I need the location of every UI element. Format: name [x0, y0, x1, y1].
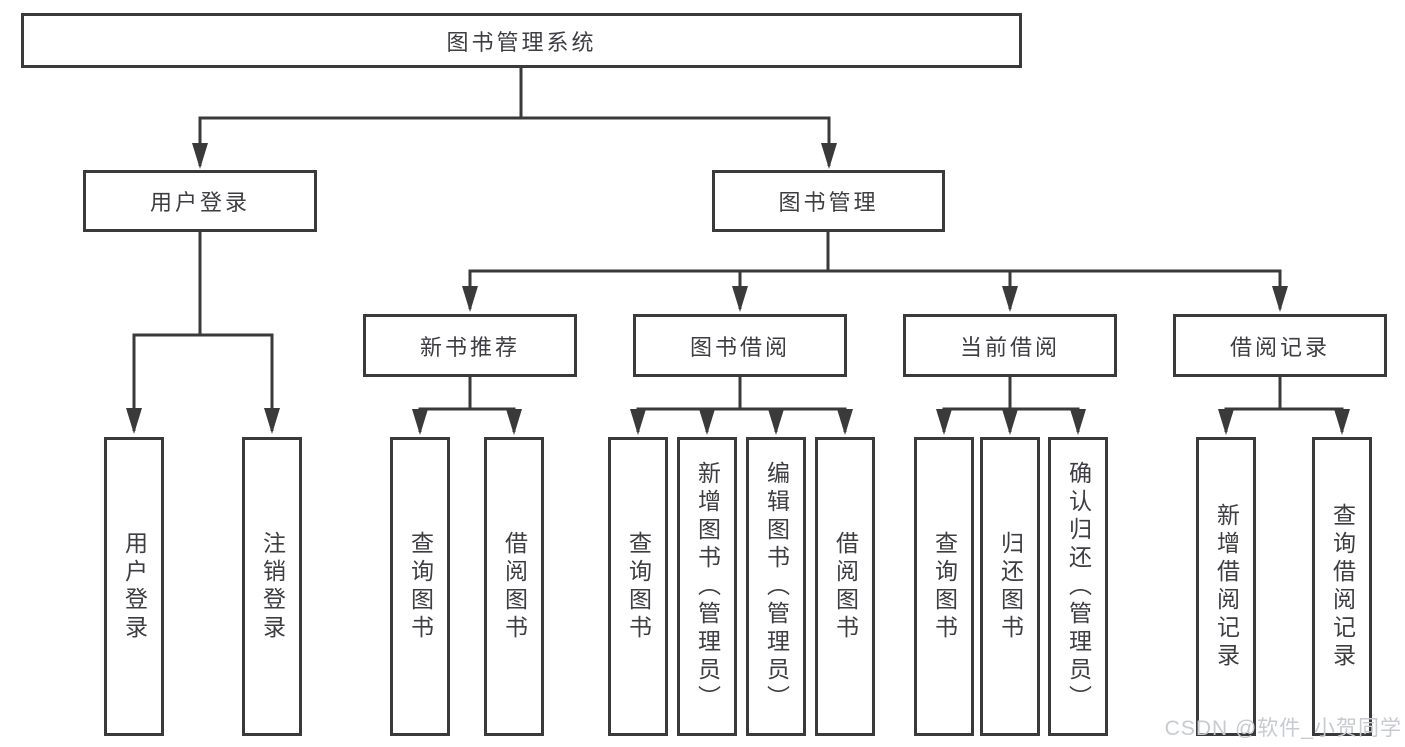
node-label: 用户登录 [121, 530, 148, 643]
node-logout: 注销登录 [242, 437, 302, 736]
node-label: 查询图书 [625, 530, 652, 643]
node-user-login-leaf: 用户登录 [104, 437, 164, 736]
node-borrow-books-recommend: 借阅图书 [484, 437, 544, 736]
node-edit-book-admin: 编辑图书（管理员） [746, 437, 806, 736]
node-label: 确认归还（管理员） [1065, 460, 1092, 713]
node-label: 图书管理 [778, 190, 879, 215]
node-label: 借阅记录 [1229, 334, 1330, 360]
node-add-borrow-record: 新增借阅记录 [1196, 437, 1256, 736]
csdn-watermark: CSDN @软件_小贺同学 [1164, 717, 1402, 740]
node-user-login-branch: 用户登录 [83, 170, 317, 232]
node-library-management-system: 图书管理系统 [21, 13, 1022, 68]
node-label: 图书管理系统 [446, 29, 597, 55]
node-borrow-books: 借阅图书 [815, 437, 875, 736]
node-label: 图书借阅 [689, 334, 790, 360]
node-current-borrowing: 当前借阅 [903, 314, 1117, 377]
node-label: 查询借阅记录 [1329, 502, 1356, 671]
node-book-management-branch: 图书管理 [712, 170, 945, 232]
node-label: 新增图书（管理员） [694, 460, 721, 713]
node-label: 编辑图书（管理员） [763, 460, 790, 713]
node-new-book-recommendation: 新书推荐 [363, 314, 577, 377]
node-label: 归还图书 [997, 530, 1024, 643]
node-query-books-current: 查询图书 [914, 437, 974, 736]
node-label: 借阅图书 [832, 530, 859, 643]
node-query-books-borrowing: 查询图书 [608, 437, 668, 736]
node-query-borrow-record: 查询借阅记录 [1312, 437, 1372, 736]
node-label: 查询图书 [931, 530, 958, 643]
node-label: 用户登录 [149, 190, 250, 215]
node-return-book: 归还图书 [980, 437, 1040, 736]
node-label: 新书推荐 [419, 334, 520, 360]
node-label: 查询图书 [407, 530, 434, 643]
node-confirm-return-admin: 确认归还（管理员） [1048, 437, 1108, 736]
node-borrowing-records: 借阅记录 [1173, 314, 1387, 377]
node-book-borrowing: 图书借阅 [633, 314, 847, 377]
node-label: 注销登录 [259, 530, 286, 643]
node-label: 借阅图书 [501, 530, 528, 643]
node-label: 当前借阅 [959, 334, 1060, 360]
node-add-book-admin: 新增图书（管理员） [677, 437, 737, 736]
node-query-books-recommend: 查询图书 [390, 437, 450, 736]
node-label: 新增借阅记录 [1213, 502, 1240, 671]
